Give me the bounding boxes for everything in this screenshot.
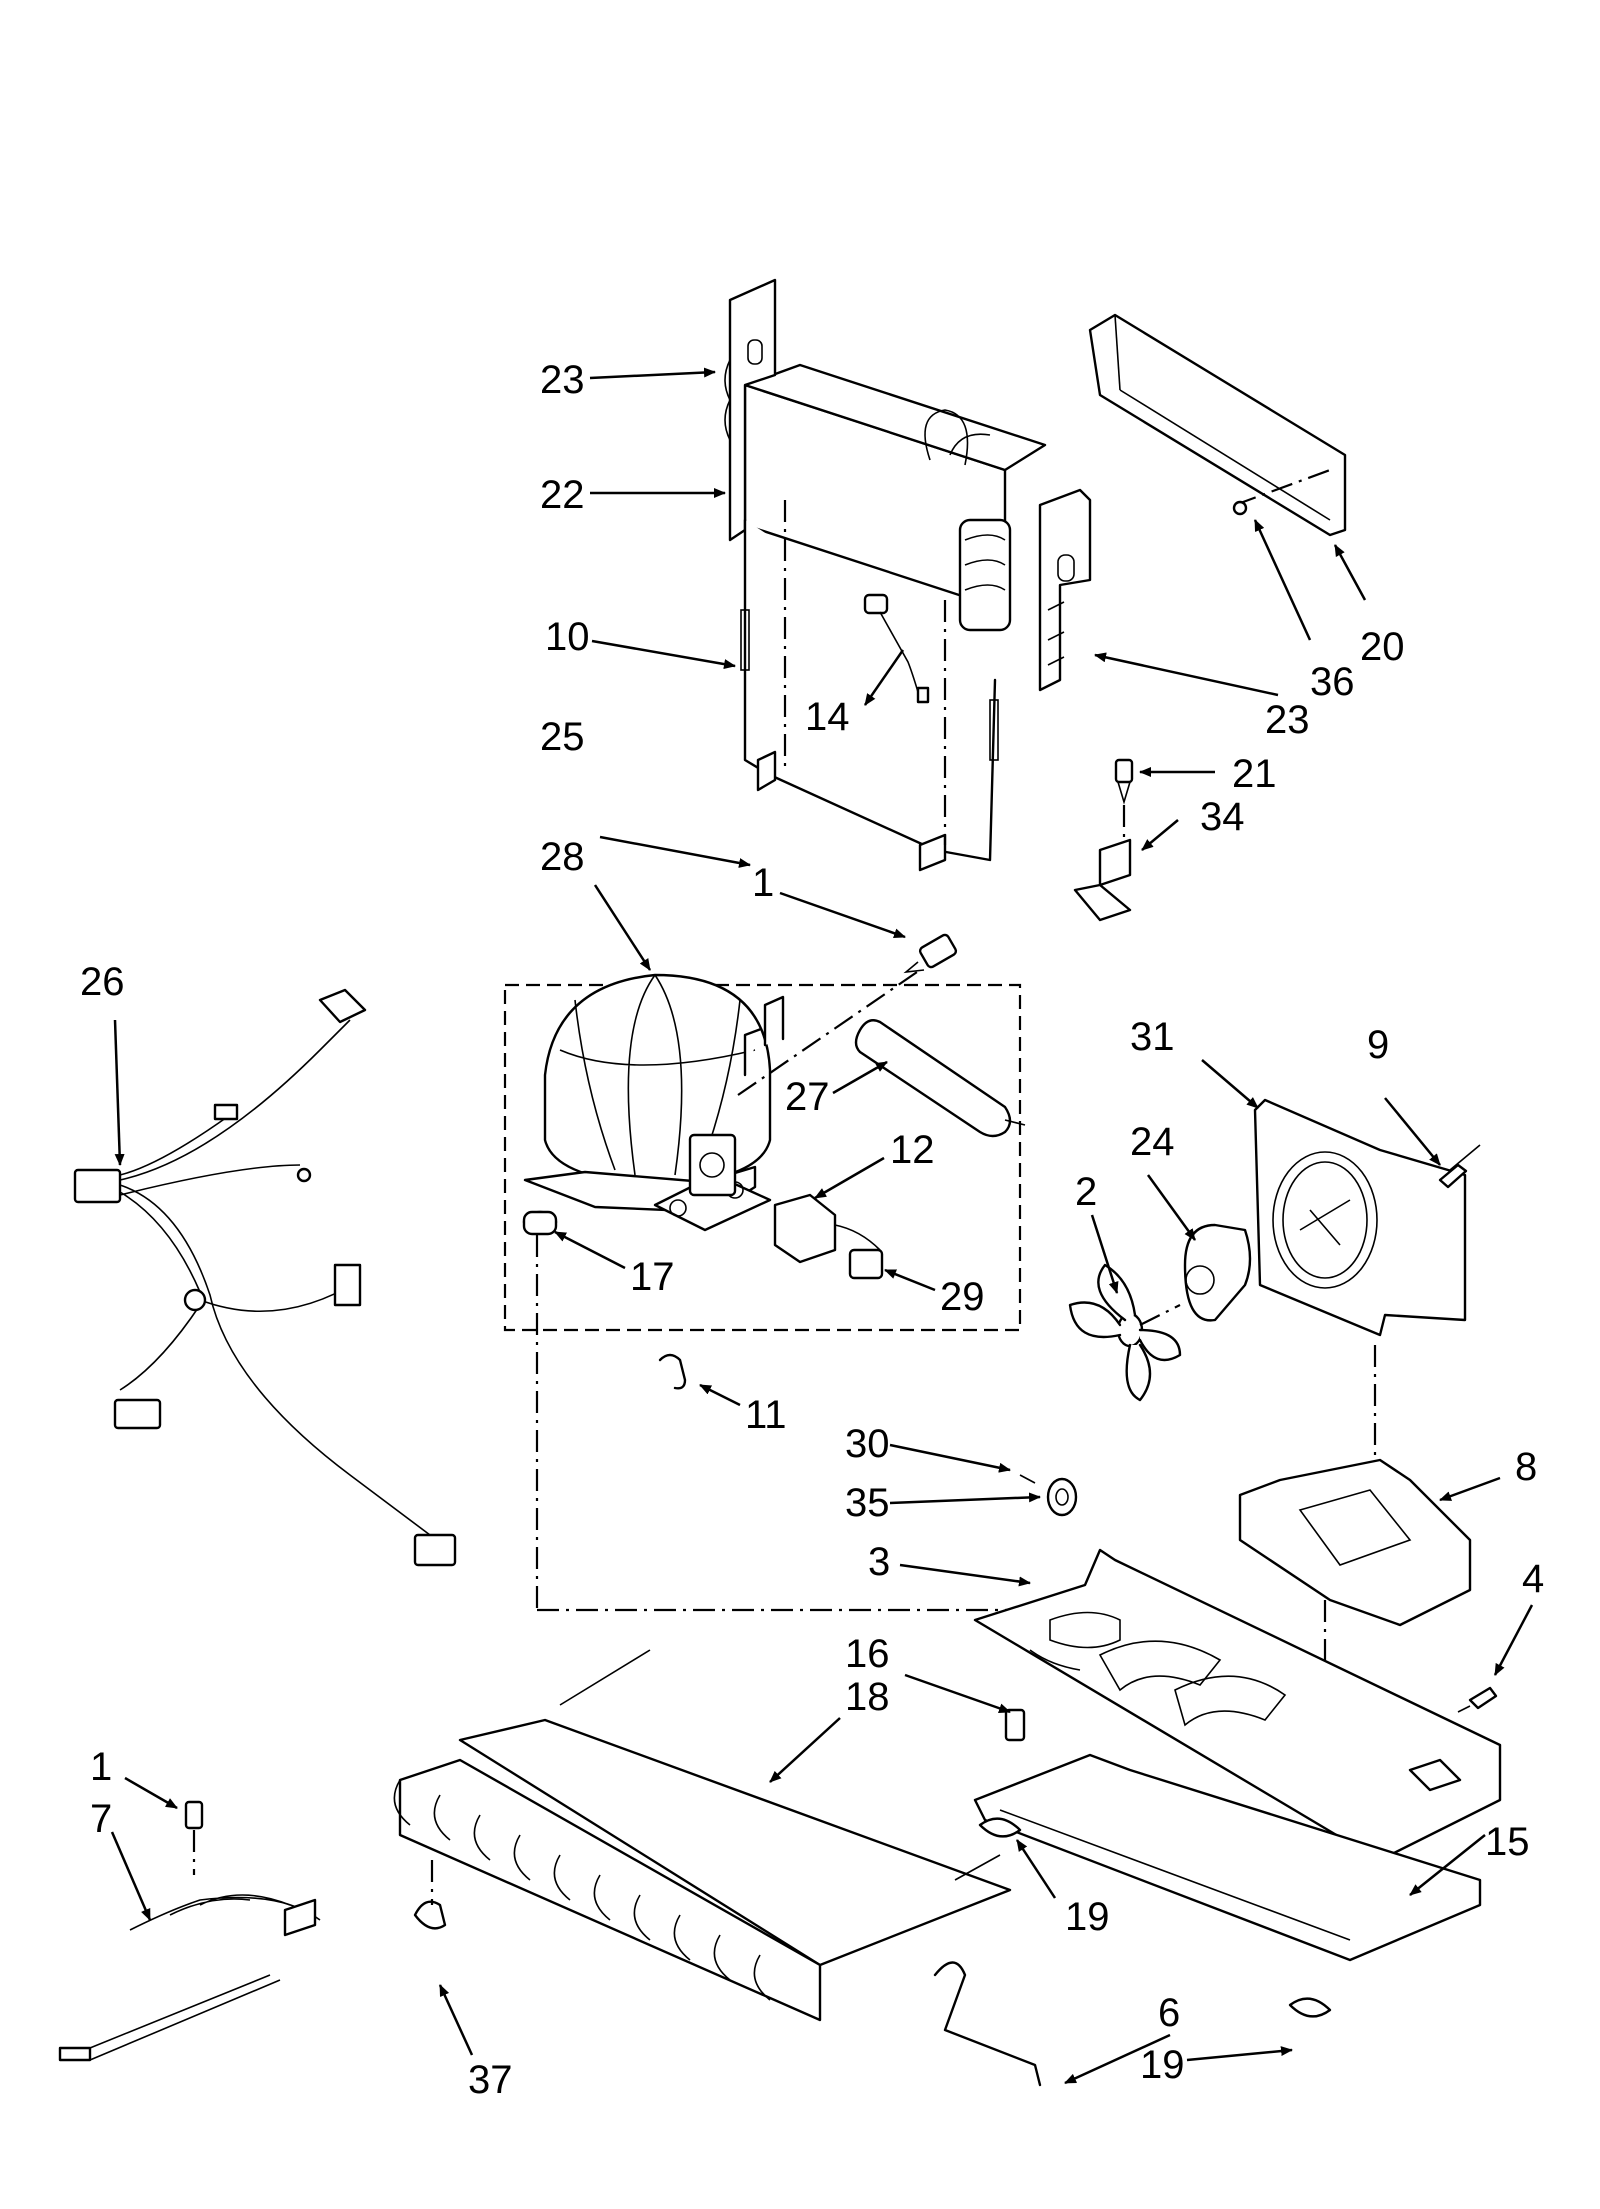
wire-harness [73,988,457,1567]
callout-28: 28 [540,835,585,879]
tube-6 [933,1961,1042,2087]
jumper-wire [658,1353,687,1390]
callout-10: 10 [545,615,590,659]
evaporator-coil [743,363,1047,632]
callout-4: 4 [1522,1557,1544,1601]
screw-and-bracket [1073,758,1134,922]
callout-17: 17 [630,1255,675,1299]
callout-3: 3 [868,1540,890,1584]
callout-7: 7 [90,1797,112,1841]
callout-21: 21 [1232,752,1277,796]
callout-23-left: 23 [540,358,585,402]
condenser-clip [413,1900,447,1930]
compressor-assembly-box [503,983,1022,1332]
screw-9 [1438,1144,1481,1189]
compressor [523,973,785,1232]
callout-19-right: 19 [1140,2043,1185,2087]
callout-26: 26 [80,960,125,1004]
compressor-mount-bracket [1238,1458,1472,1627]
callout-2: 2 [1075,1170,1097,1214]
defrost-heater [740,518,999,872]
leader-lines [110,367,1534,2085]
callout-19-left: 19 [1065,1895,1110,1939]
callout-12: 12 [890,1128,935,1172]
callout-15: 15 [1485,1820,1530,1864]
callout-20: 20 [1360,625,1405,669]
callout-35: 35 [845,1481,890,1525]
callout-37: 37 [468,2058,513,2102]
callout-30: 30 [845,1422,890,1466]
evaporator-cover [1088,313,1347,537]
callout-18: 18 [845,1675,890,1719]
callout-11: 11 [745,1393,787,1437]
callout-29: 29 [940,1275,985,1319]
callout-23-right: 23 [1265,698,1310,742]
callout-24: 24 [1130,1120,1175,1164]
callout-27: 27 [785,1075,830,1119]
callout-31: 31 [1130,1015,1175,1059]
callout-1-top: 1 [752,861,774,905]
condenser-coil [393,1649,1012,2022]
evaporator-side-bracket-left [724,278,777,542]
screw-4 [1457,1686,1498,1713]
callout-34: 34 [1200,795,1245,839]
foot-19-right [1288,1997,1332,2018]
callout-9: 9 [1367,1023,1389,1067]
screw-16 [1004,1708,1026,1742]
callout-1-bottom: 1 [90,1745,112,1789]
callout-22: 22 [540,473,585,517]
foot-19-left [978,1817,1022,1838]
grommet [522,1210,558,1236]
screw-top [903,933,958,974]
fan-shroud [1253,1098,1467,1337]
callout-36: 36 [1310,660,1355,704]
drain-pan [973,1753,1482,1962]
evaporator-side-bracket-right [1038,488,1092,692]
compressor-harness [58,1800,321,2062]
grommet-30-35 [1019,1474,1078,1517]
callout-6: 6 [1158,1991,1180,2035]
fan-blade [1068,1263,1182,1402]
callout-14: 14 [805,695,850,739]
callout-8: 8 [1515,1445,1537,1489]
callout-16: 16 [845,1632,890,1676]
callout-25: 25 [540,715,585,759]
filter-drier [854,1019,1026,1138]
defrost-thermostat [863,593,930,704]
relay-overload [773,1193,884,1280]
